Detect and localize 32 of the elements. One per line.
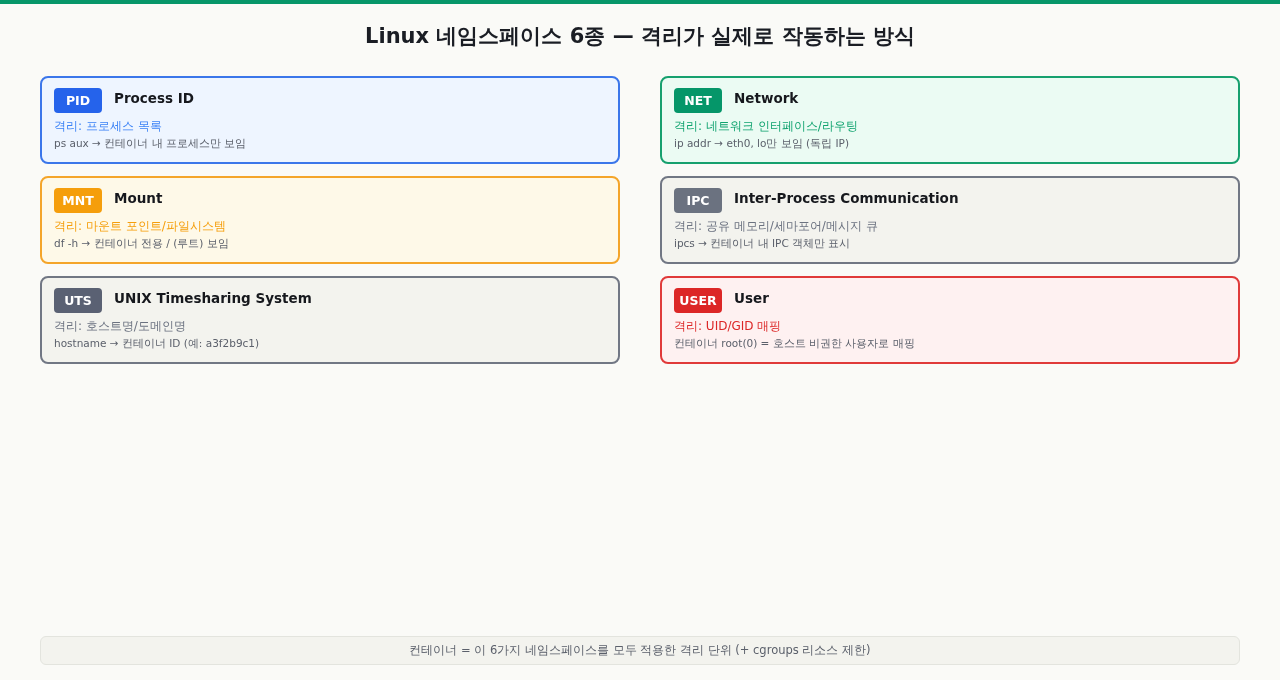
isolation-description: 격리: UID/GID 매핑 — [674, 318, 782, 335]
namespace-tag: USER — [674, 288, 722, 313]
isolation-description: 격리: 네트워크 인터페이스/라우팅 — [674, 118, 858, 135]
isolation-description: 격리: 마운트 포인트/파일시스템 — [54, 218, 226, 235]
namespace-card — [660, 276, 1240, 364]
title: Linux 네임스페이스 6종 — 격리가 실제로 작동하는 방식 — [364, 23, 916, 50]
command-example: df -h → 컨테이너 전용 / (루트) 보임 — [54, 236, 229, 251]
namespace-card — [40, 276, 620, 364]
namespace-name: UNIX Timesharing System — [114, 289, 312, 307]
namespace-tag: NET — [674, 88, 722, 113]
namespace-card — [40, 76, 620, 164]
namespace-name: Network — [734, 89, 799, 107]
namespace-name: Inter-Process Communication — [734, 189, 959, 207]
command-example: 컨테이너 root(0) = 호스트 비권한 사용자로 매핑 — [674, 336, 915, 351]
namespace-name: Mount — [114, 189, 163, 207]
isolation-description: 격리: 프로세스 목록 — [54, 118, 162, 135]
namespace-card — [660, 76, 1240, 164]
namespace-card — [660, 176, 1240, 264]
namespace-tag: MNT — [54, 188, 102, 213]
command-example: ip addr → eth0, lo만 보임 (독립 IP) — [674, 136, 850, 151]
namespace-name: User — [734, 289, 769, 307]
isolation-description: 격리: 공유 메모리/세마포어/메시지 큐 — [674, 218, 878, 235]
command-example: ipcs → 컨테이너 내 IPC 객체만 표시 — [674, 236, 851, 251]
namespace-name: Process ID — [114, 89, 194, 107]
namespace-tag: IPC — [674, 188, 722, 213]
command-example: hostname → 컨테이너 ID (예: a3f2b9c1) — [54, 336, 260, 351]
namespace-tag: PID — [54, 88, 102, 113]
isolation-description: 격리: 호스트명/도메인명 — [54, 318, 186, 335]
command-example: ps aux → 컨테이너 내 프로세스만 보임 — [54, 136, 247, 151]
namespace-card — [40, 176, 620, 264]
summary-note: 컨테이너 = 이 6가지 네임스페이스를 모두 적용한 격리 단위 (+ cgroups 리소스 제한) — [40, 636, 1240, 665]
namespace-tag: UTS — [54, 288, 102, 313]
